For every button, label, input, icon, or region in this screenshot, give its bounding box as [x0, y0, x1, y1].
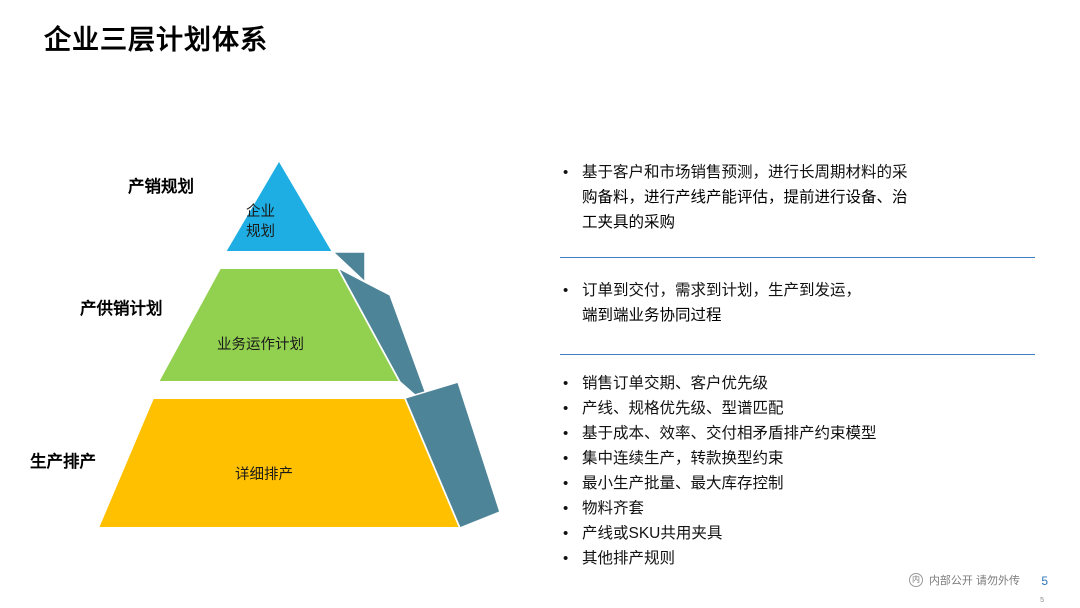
pyramid-band-text-level-3: 详细排产 — [235, 467, 293, 483]
list-item: 基于客户和市场销售预测，进行长周期材料的采 — [560, 160, 1035, 185]
pyramid-level-3-side — [403, 381, 501, 529]
pyramid-band-text-level-1-line2: 规划 — [246, 224, 275, 240]
detail-block-2-list: 订单到交付，需求到计划，生产到发运， — [560, 278, 1035, 303]
spacer-3 — [560, 328, 1035, 354]
detail-block-3-list: 销售订单交期、客户优先级 产线、规格优先级、型谱匹配 基于成本、效率、交付相矛盾… — [560, 371, 1035, 571]
list-item: 产线、规格优先级、型谱匹配 — [560, 396, 1035, 421]
spacer-2 — [560, 258, 1035, 278]
list-item: 订单到交付，需求到计划，生产到发运， — [560, 278, 1035, 303]
detail-block-1-line-3: 工夹具的采购 — [582, 214, 676, 231]
detail-block-3-item-8: 其他排产规则 — [582, 550, 676, 567]
detail-block-3-item-1: 销售订单交期、客户优先级 — [582, 375, 769, 392]
page-title: 企业三层计划体系 — [44, 25, 268, 55]
spacer-1 — [560, 235, 1035, 257]
pyramid-band-text-level-2: 业务运作计划 — [217, 337, 304, 353]
divider-1 — [560, 257, 1035, 258]
page-number-small: 5 — [1040, 597, 1044, 604]
pyramid-level-1-side — [331, 251, 366, 284]
detail-block-3-item-5: 最小生产批量、最大库存控制 — [582, 475, 784, 492]
list-item: 集中连续生产，转款换型约束 — [560, 446, 1035, 471]
detail-block-3-item-3: 基于成本、效率、交付相矛盾排产约束模型 — [582, 425, 877, 442]
pyramid-label-level-2: 产供销计划 — [80, 300, 163, 318]
pyramid-diagram: 产销规划 产供销计划 生产排产 企业 规划 业务运作计划 详细排产 — [30, 130, 530, 550]
detail-block-3-item-7: 产线或SKU共用夹具 — [582, 525, 723, 542]
pyramid-level-1-face — [223, 158, 335, 253]
detail-block-2-line-2: 端到端业务协同过程 — [582, 307, 722, 324]
details-column: 基于客户和市场销售预测，进行长周期材料的采 购备料，进行产线产能评估，提前进行设… — [560, 160, 1035, 571]
detail-block-3-item-6: 物料齐套 — [582, 500, 645, 517]
detail-block-3-item-2: 产线、规格优先级、型谱匹配 — [582, 400, 784, 417]
detail-block-2-line-1: 订单到交付，需求到计划，生产到发运， — [582, 282, 862, 299]
confidentiality-text: 内部公开 请勿外传 — [928, 575, 1020, 587]
list-item: 物料齐套 — [560, 496, 1035, 521]
list-item: 销售订单交期、客户优先级 — [560, 371, 1035, 396]
divider-2 — [560, 354, 1035, 355]
list-item: 其他排产规则 — [560, 546, 1035, 571]
confidentiality-footer: 内 内部公开 请勿外传 — [908, 572, 1020, 588]
detail-block-3: 销售订单交期、客户优先级 产线、规格优先级、型谱匹配 基于成本、效率、交付相矛盾… — [560, 371, 1035, 571]
page-number: 5 — [1041, 574, 1048, 588]
pyramid-label-level-1: 产销规划 — [128, 178, 194, 196]
detail-block-1: 基于客户和市场销售预测，进行长周期材料的采 购备料，进行产线产能评估，提前进行设… — [560, 160, 1035, 235]
list-item: 产线或SKU共用夹具 — [560, 521, 1035, 546]
detail-block-1-line-2: 购备料，进行产线产能评估，提前进行设备、治 — [582, 189, 908, 206]
detail-block-2: 订单到交付，需求到计划，生产到发运， 端到端业务协同过程 — [560, 278, 1035, 328]
pyramid-label-level-3: 生产排产 — [30, 453, 96, 471]
detail-block-1-line-1: 基于客户和市场销售预测，进行长周期材料的采 — [582, 164, 908, 181]
confidential-icon: 内 — [908, 573, 923, 587]
detail-block-3-item-4: 集中连续生产，转款换型约束 — [582, 450, 784, 467]
pyramid-band-text-level-1: 企业 规划 — [246, 202, 275, 242]
list-item: 基于成本、效率、交付相矛盾排产约束模型 — [560, 421, 1035, 446]
pyramid-svg — [96, 158, 501, 529]
list-item: 最小生产批量、最大库存控制 — [560, 471, 1035, 496]
detail-block-1-list: 基于客户和市场销售预测，进行长周期材料的采 — [560, 160, 1035, 185]
spacer-4 — [560, 355, 1035, 371]
pyramid-band-text-level-1-line1: 企业 — [246, 204, 275, 220]
